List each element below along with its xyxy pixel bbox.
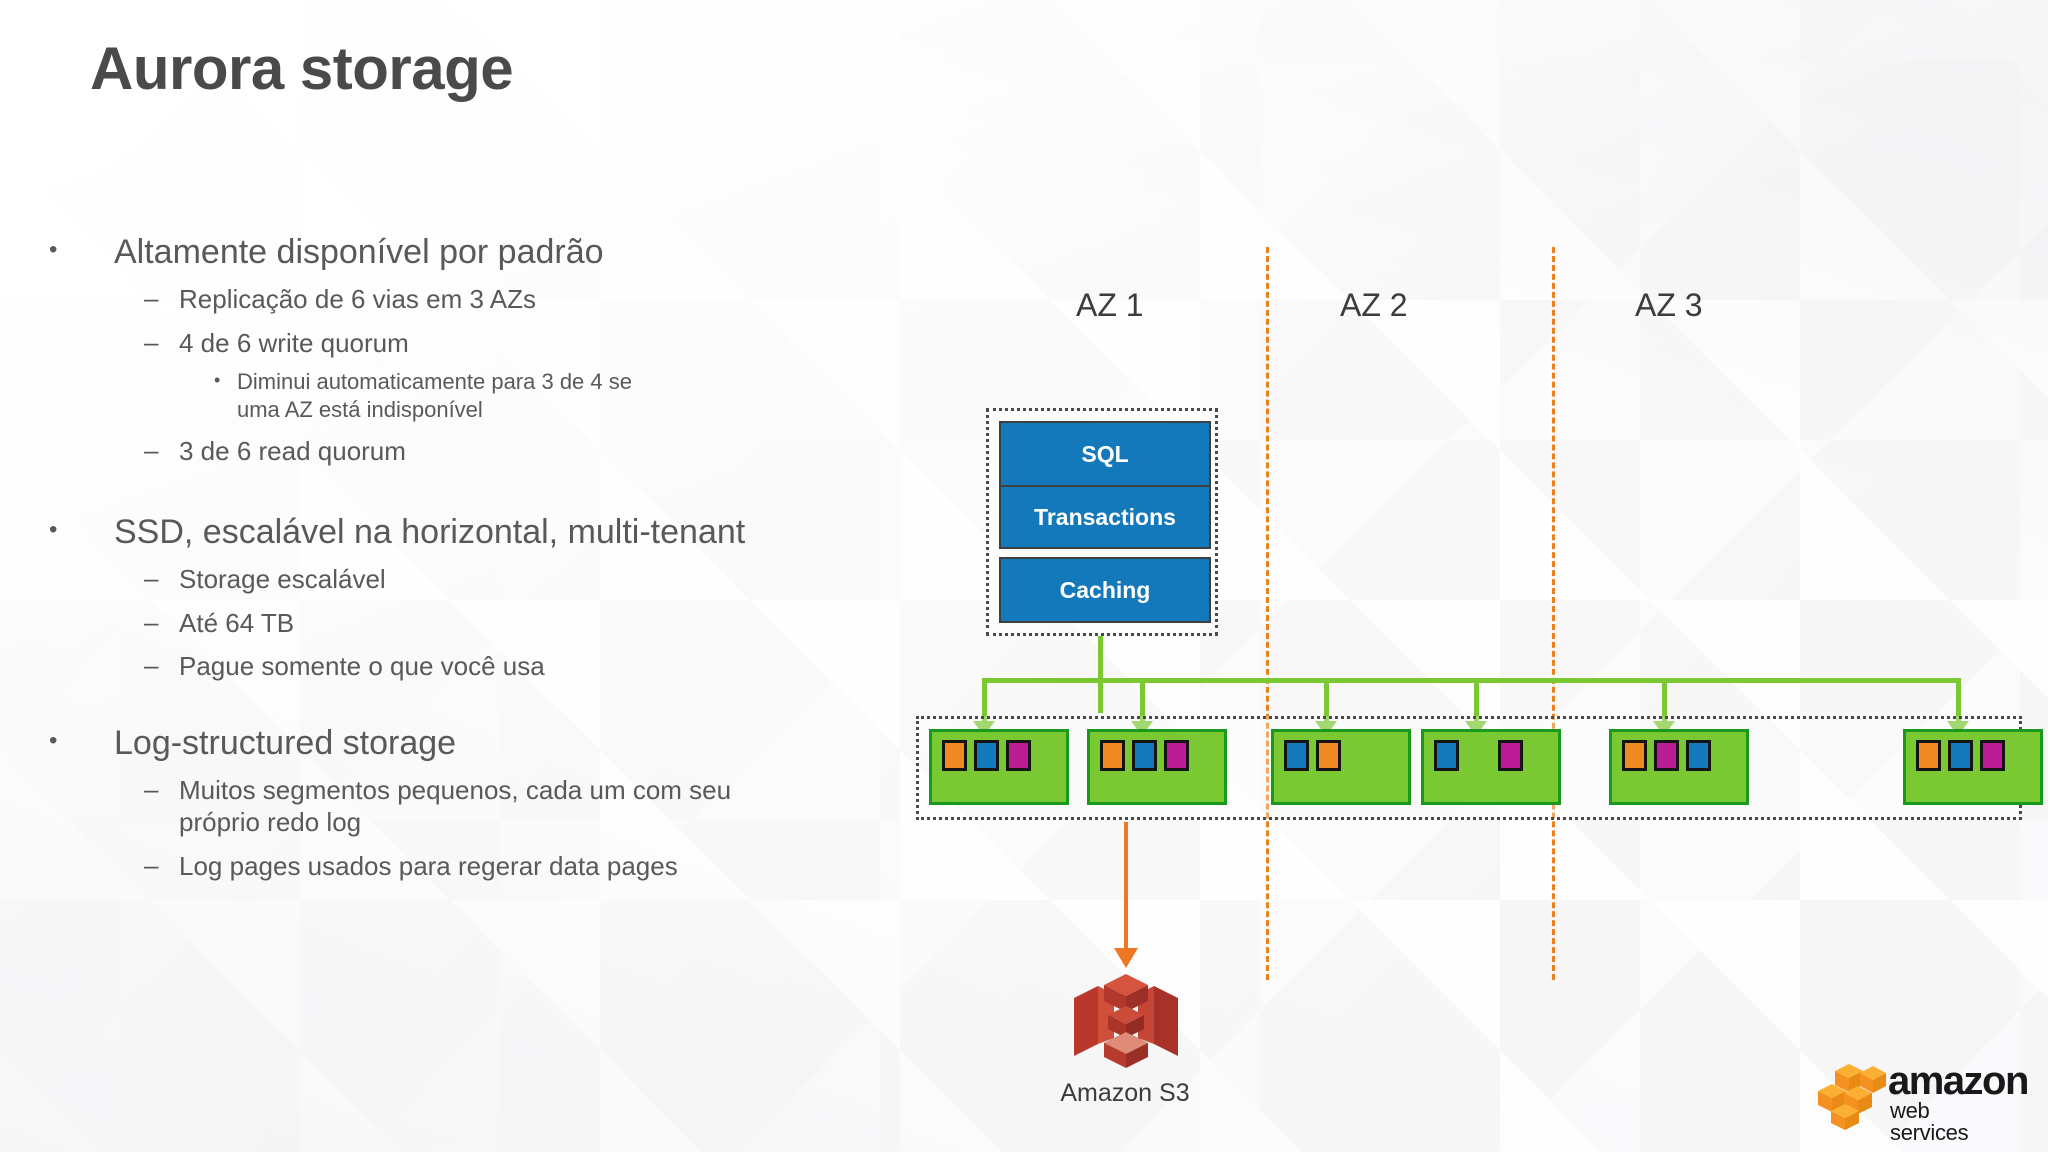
bullet-marker: • [49, 726, 58, 754]
bullet-text: 4 de 6 write quorum [179, 327, 409, 358]
bullet-marker: – [144, 435, 159, 466]
aws-subtitle: web services [1890, 1098, 1969, 1145]
segment-chip-magenta [1980, 740, 2005, 771]
segment-chip-blue [1434, 740, 1459, 771]
bullet-marker: • [214, 370, 221, 391]
sql-transactions-group: SQL Transactions [999, 421, 1211, 549]
connector-drop-6 [1956, 678, 1961, 727]
bullet-level2: – 3 de 6 read quorum [34, 435, 914, 468]
segment-chip-blue [1284, 740, 1309, 771]
bullet-text: Diminui automaticamente para 3 de 4 se u… [237, 369, 632, 423]
segment-chip-blue [1132, 740, 1157, 771]
bullet-marker: – [144, 326, 159, 357]
segment-chip-magenta [1498, 740, 1523, 771]
bullet-marker: – [144, 849, 159, 880]
group-spacer [34, 468, 914, 512]
segment-chip-magenta [1006, 740, 1031, 771]
bullet-marker: • [49, 515, 58, 543]
compute-node-container: SQL Transactions Caching [986, 408, 1218, 636]
connector-drop-3 [1324, 678, 1329, 727]
bullet-marker: – [144, 606, 159, 637]
bullet-text: Storage escalável [179, 564, 386, 595]
bullet-text: 3 de 6 read quorum [179, 436, 406, 467]
bullet-text: Log-structured storage [114, 723, 457, 762]
bullet-text: Altamente disponível por padrão [114, 233, 604, 271]
chip-row [1424, 732, 1558, 771]
chip-row [1274, 732, 1408, 771]
layer-sql: SQL [1081, 440, 1129, 467]
caching-group: Caching [999, 557, 1211, 623]
bullet-text: Muitos segmentos pequenos, cada um com s… [179, 774, 732, 838]
az-divider-2 [1552, 247, 1555, 980]
bullet-level2: – Log pages usados para regerar data pag… [34, 850, 914, 883]
bullet-level3: • Diminui automaticamente para 3 de 4 se… [34, 368, 914, 424]
segment-chip-orange [1916, 740, 1941, 771]
segment-chip-orange [1100, 740, 1125, 771]
s3-arrow-line [1124, 822, 1128, 952]
storage-node-3[interactable] [1271, 729, 1411, 805]
connector-drop-4 [1474, 678, 1479, 727]
bullet-level2: – Storage escalável [34, 563, 914, 596]
connector-bus [982, 678, 1961, 683]
storage-node-6[interactable] [1903, 729, 2043, 805]
storage-node-2[interactable] [1087, 729, 1227, 805]
az-label-3: AZ 3 [1635, 287, 1703, 323]
storage-node-4[interactable] [1421, 729, 1561, 805]
s3-arrow-head [1114, 948, 1138, 968]
bullet-level1: • Altamente disponível por padrão [34, 232, 914, 272]
group-spacer [34, 683, 914, 723]
connector-drop-1 [982, 678, 987, 727]
bullet-marker: • [49, 236, 58, 263]
bullet-marker: – [144, 563, 159, 594]
bullet-marker: – [144, 650, 159, 681]
aws-cubes-icon [1818, 1064, 1886, 1130]
az-divider-1 [1266, 247, 1269, 980]
bullet-text: Pague somente o que você usa [179, 651, 545, 682]
connector-drop-5 [1662, 678, 1667, 727]
bullet-text: Até 64 TB [179, 607, 295, 638]
storage-node-1[interactable] [929, 729, 1069, 805]
connector-drop-2 [1140, 678, 1145, 727]
segment-chip-magenta [1164, 740, 1189, 771]
connector-trunk [1098, 636, 1103, 713]
az-label-1: AZ 1 [1076, 287, 1144, 323]
bullet-level2: – Pague somente o que você usa [34, 650, 914, 683]
bullet-level2: – Muitos segmentos pequenos, cada um com… [34, 774, 914, 839]
bullet-level1: • Log-structured storage [34, 723, 914, 763]
bullet-marker: – [144, 283, 159, 314]
bullet-list: • Altamente disponível por padrão – Repl… [34, 232, 914, 882]
segment-chip-magenta [1654, 740, 1679, 771]
bullet-level2: – Até 64 TB [34, 607, 914, 640]
segment-chip-empty [1466, 740, 1491, 771]
bullet-level2: – Replicação de 6 vias em 3 AZs [34, 283, 914, 316]
chip-row [1906, 732, 2040, 771]
architecture-diagram: AZ 1 AZ 2 AZ 3 SQL Transactions Caching [900, 0, 2048, 1152]
chip-row [1090, 732, 1224, 771]
bullet-text: SSD, escalável na horizontal, multi-tena… [114, 512, 746, 551]
bullet-text: Replicação de 6 vias em 3 AZs [179, 284, 536, 315]
chip-row [932, 732, 1066, 771]
segment-chip-orange [1622, 740, 1647, 771]
slide-title: Aurora storage [90, 35, 514, 102]
aws-logo: amazon web services [1818, 1061, 2029, 1144]
segment-chip-orange [942, 740, 967, 771]
bullet-level1: • SSD, escalável na horizontal, multi-te… [34, 512, 914, 552]
bullet-marker: – [144, 773, 159, 804]
s3-label: Amazon S3 [1060, 1079, 1190, 1107]
segment-chip-blue [1686, 740, 1711, 771]
chip-row [1612, 732, 1746, 771]
aws-wordmark: amazon [1888, 1059, 2029, 1103]
amazon-s3-icon [1074, 974, 1178, 1068]
storage-node-5[interactable] [1609, 729, 1749, 805]
storage-layer-container [916, 716, 2043, 820]
az-label-2: AZ 2 [1340, 287, 1408, 323]
bullet-text: Log pages usados para regerar data pages [179, 850, 678, 881]
layer-transactions: Transactions [1001, 485, 1209, 547]
bullet-level2: – 4 de 6 write quorum [34, 327, 914, 360]
layer-caching: Caching [1059, 576, 1151, 603]
segment-chip-blue [974, 740, 999, 771]
segment-chip-blue [1948, 740, 1973, 771]
segment-chip-orange [1316, 740, 1341, 771]
